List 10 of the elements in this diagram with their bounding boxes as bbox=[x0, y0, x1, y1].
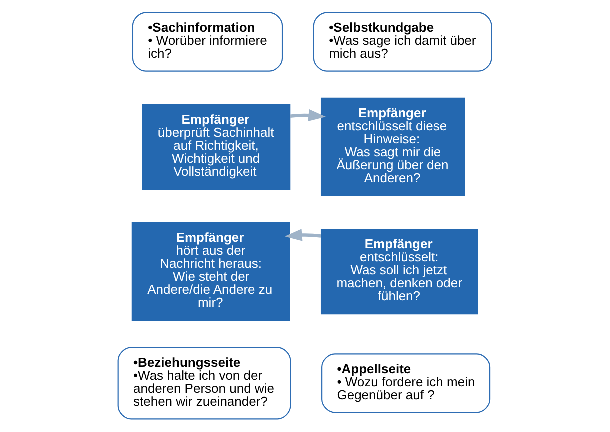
node-box: Empfänger entschlüsselt diese Hinweise: Was sagt mir die Äußerung über den Anderen? bbox=[320, 98, 466, 196]
arrow bbox=[284, 229, 322, 242]
node-box: Empfänger entschlüsselt: Was soll ich jetzt machen, denken oder fühlen? bbox=[320, 229, 478, 315]
node-box: •Selbstkundgabe •Was sage ich damit über mich aus? bbox=[313, 12, 492, 72]
node-box: •Appellseite • Wozu fordere ich mein Gegenüber auf ? bbox=[322, 354, 491, 414]
arrow bbox=[290, 109, 326, 122]
node-box: •Beziehungsseite •Was halte ich von der anderen Person und wie stehen wir zueinander? bbox=[118, 347, 292, 420]
node-box: Empfänger überprüft Sachinhalt auf Richtigkeit, Wichtigkeit und Vollständigkeit bbox=[142, 104, 291, 190]
node-box: •Sachinformation • Worüber informiere ich? bbox=[132, 12, 284, 72]
node-box: Empfänger hört aus der Nachricht heraus: Wie steht der Andere/die Andere zu mir? bbox=[132, 222, 290, 322]
